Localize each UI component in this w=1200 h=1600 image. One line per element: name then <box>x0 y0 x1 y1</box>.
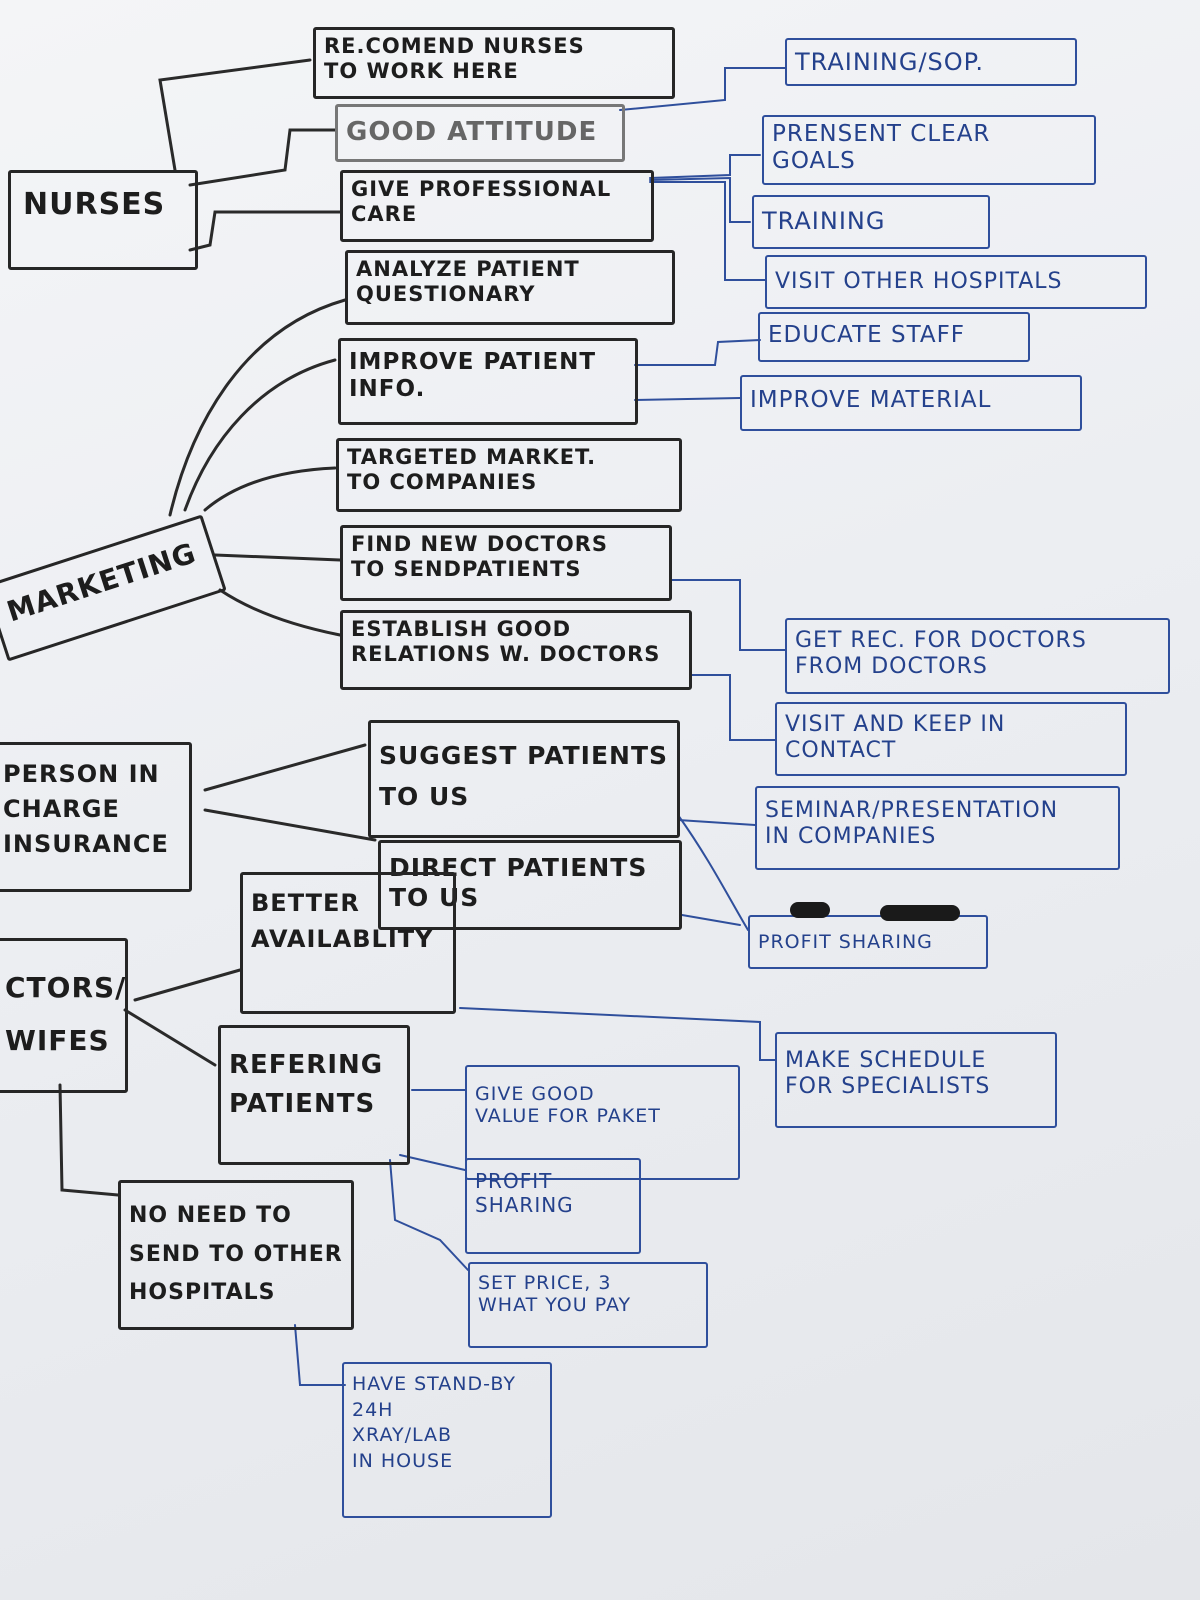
node-educate-staff: Educate Staff <box>758 312 1030 362</box>
node-improve-material: Improve Material <box>740 375 1082 431</box>
connector-person-direct <box>203 808 377 842</box>
connector-care-goals <box>649 154 761 179</box>
node-get-rec-for-doctors: Get Rec. for Doctors from Doctors <box>785 618 1170 694</box>
node-present-clear-goals: Prensent clear goals <box>762 115 1096 185</box>
connector-doctors-availability <box>133 968 242 1002</box>
node-analyze-questionary: Analyze Patient Questionary <box>345 250 675 325</box>
connector-info-educate <box>634 339 761 366</box>
connector-care-visit <box>649 181 766 281</box>
connector-marketing-targeted <box>203 466 337 512</box>
node-no-need-to-send: No need to send to other hospitals <box>118 1180 354 1330</box>
connector-suggest-seminar <box>677 819 756 826</box>
connector-to-training-sop <box>619 67 786 111</box>
connector-marketing-questionary <box>168 298 347 517</box>
node-give-good-value: Give good value for paket <box>465 1065 740 1180</box>
node-training-sop: Training/SOP. <box>785 38 1077 86</box>
connector-marketing-find <box>213 553 342 562</box>
connector-nurses-care <box>188 210 342 252</box>
node-visit-other-hospitals: Visit other Hospitals <box>765 255 1147 309</box>
node-better-availability: Better Availablity <box>240 872 456 1014</box>
node-profit-sharing-top: Profit Sharing <box>748 915 988 969</box>
connector-info-material <box>634 397 741 401</box>
node-improve-patient-info: Improve Patient Info. <box>338 338 638 425</box>
node-have-standby-xray-lab: Have stand-by 24h Xray/Lab in house <box>342 1362 552 1518</box>
node-person-in-charge-insurance: Person in charge insurance <box>0 742 192 892</box>
connector-person-suggest <box>203 743 367 792</box>
connector-direct-profit <box>681 914 741 926</box>
node-make-schedule-specialists: Make schedule for specialists <box>775 1032 1057 1128</box>
connector-doctors-noneed <box>58 1083 120 1197</box>
node-establish-relations: Establish Good Relations w. Doctors <box>340 610 692 690</box>
connector-availability-schedule <box>459 1007 776 1061</box>
scribble-mark <box>790 902 830 918</box>
node-find-new-doctors: Find New Doctors to sendpatients <box>340 525 672 601</box>
node-suggest-patients: Suggest Patients to us <box>368 720 680 838</box>
node-give-professional-care: Give Professional care <box>340 170 654 242</box>
node-good-attitude: Good Attitude <box>335 104 625 162</box>
connector-marketing-establish <box>218 588 342 637</box>
connector-doctors-refering <box>123 1008 217 1067</box>
node-set-price: Set price, 3 what you pay <box>468 1262 708 1348</box>
connector-refering-price <box>389 1159 469 1271</box>
connector-refering-profit <box>399 1154 466 1171</box>
node-profit-sharing-bottom: Profit Sharing <box>465 1158 641 1254</box>
node-refering-patients: Refering Patients <box>218 1025 410 1165</box>
node-visit-and-keep-in-contact: Visit and keep in contact <box>775 702 1127 776</box>
node-seminar-presentation: Seminar/Presentation in companies <box>755 786 1120 870</box>
node-nurses: Nurses <box>8 170 198 270</box>
connector-nurses-attitude <box>188 128 337 187</box>
connector-suggest-profit <box>677 814 749 931</box>
node-training: Training <box>752 195 990 249</box>
connector-establish-visit <box>689 674 776 741</box>
connector-noneed-standby <box>294 1324 346 1386</box>
node-doctors-midwifes: ctors/ wifes <box>0 938 128 1093</box>
node-targeted-market: Targeted Market. to companies <box>336 438 682 512</box>
connector-find-getrec <box>671 579 786 651</box>
node-direct-patients: Direct Patients to us <box>378 840 682 930</box>
connector-care-training <box>649 176 751 223</box>
connector-marketing-info <box>183 358 337 512</box>
node-recommend-nurses: Re.comend Nurses to work here <box>313 27 675 99</box>
connector-nurses-recommend <box>158 58 312 172</box>
scribble-mark <box>880 905 960 921</box>
